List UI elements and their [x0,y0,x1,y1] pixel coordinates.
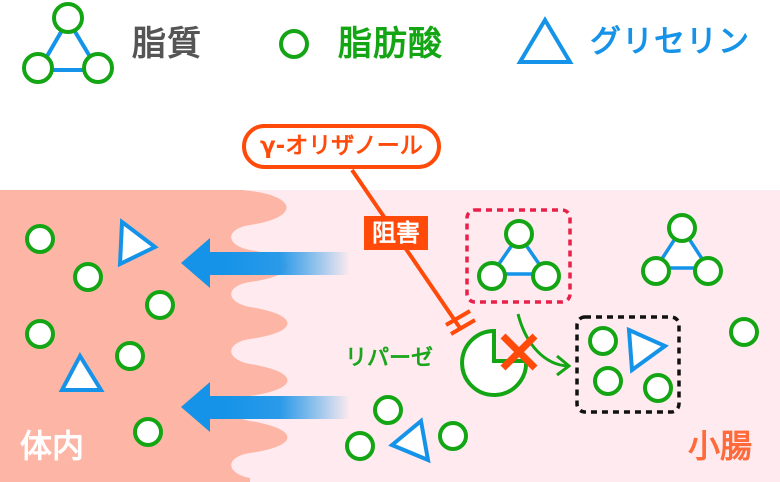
products-molecules [588,326,673,403]
body-region-label: 体内 [20,427,85,465]
glycerin-product [626,326,669,374]
absorption-arrow-lower [181,382,350,432]
legend-label-glycerin: グリセリン [590,24,750,60]
inhibition-bar-1 [444,309,472,327]
legend-label-lipid: 脂質 [132,24,202,64]
legend-label-fatty-acid: 脂肪酸 [338,24,443,64]
reaction-arrow [516,313,569,368]
lipid-target-box [465,208,572,304]
glycerin-body-1 [117,218,159,268]
lipid-target-molecule [477,219,561,291]
glycerin-bottom [388,417,431,464]
fatty-acid-free [729,317,759,347]
lipase-label: リパーゼ [345,346,434,371]
lipid-intestine-molecule [641,213,723,286]
fatty-acid-circle-icon [279,29,309,59]
intestine-region-label: 小腸 [688,427,753,465]
glycerin-triangle-icon [516,16,574,64]
glycerin-body-2 [58,351,105,392]
lipid-triangle-molecule-icon [22,2,114,84]
gamma-oryzanol-tag: γ-オリザノール [242,124,441,169]
blocked-x-icon [500,333,538,371]
inhibition-bar-2 [449,318,477,336]
bottom-molecules [345,395,468,461]
absorption-arrow-upper [181,238,350,288]
lipase-enzyme-icon [460,328,529,397]
products-box [575,315,681,414]
inhibition-label: 阻害 [364,216,428,250]
body-molecules [25,224,175,447]
